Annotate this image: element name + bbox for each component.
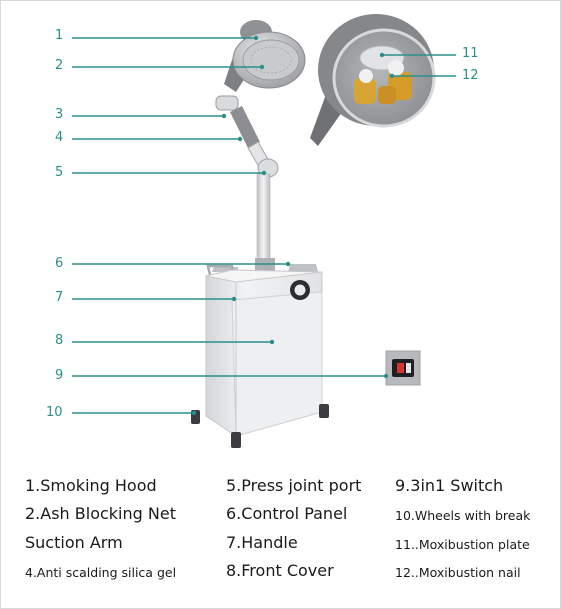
- callout-4: 4: [55, 130, 64, 145]
- callout-9: 9: [55, 368, 64, 383]
- switch-inset: [385, 350, 421, 386]
- callout-1: 1: [55, 28, 64, 43]
- legend-item-moxibustion-nail: 12..Moxibustion nail: [395, 565, 521, 580]
- callout-7: 7: [55, 290, 64, 305]
- control-panel: [212, 258, 318, 272]
- leader-dot-7: [231, 296, 237, 302]
- leader-dot-9: [383, 373, 389, 379]
- device-illustration: [72, 14, 456, 448]
- press-joint-port: [256, 173, 271, 261]
- legend-item-switch: 9.3in1 Switch: [395, 476, 504, 495]
- leader-lines: [72, 35, 456, 416]
- leader-dot-12: [389, 73, 395, 79]
- callout-6: 6: [55, 256, 64, 271]
- smoking-hood: [224, 20, 306, 92]
- legend-item-smoking-hood: 1.Smoking Hood: [25, 476, 157, 495]
- leader-dot-11: [379, 52, 385, 58]
- callout-10: 10: [46, 405, 63, 420]
- callout-11: 11: [462, 46, 479, 61]
- legend-item-suction-arm: Suction Arm: [25, 533, 123, 552]
- legend-item-moxibustion-plate: 11..Moxibustion plate: [395, 537, 530, 552]
- moxibustion-nails: [354, 60, 412, 104]
- control-dial: [290, 280, 310, 300]
- leader-dot-3: [221, 113, 227, 119]
- leader-dot-5: [261, 170, 267, 176]
- suction-arm: [215, 95, 279, 178]
- callout-2: 2: [55, 58, 64, 73]
- legend-item-ash-blocking-net: 2.Ash Blocking Net: [25, 504, 176, 523]
- callout-12: 12: [462, 68, 479, 83]
- legend-item-front-cover: 8.Front Cover: [226, 561, 334, 580]
- callout-5: 5: [55, 165, 64, 180]
- leader-dot-10: [191, 410, 197, 416]
- legend-item-handle: 7.Handle: [226, 533, 298, 552]
- moxibustion-hood-detail: [310, 14, 436, 146]
- leader-dot-1: [253, 35, 259, 41]
- leader-dot-6: [285, 261, 291, 267]
- callout-8: 8: [55, 333, 64, 348]
- callout-3: 3: [55, 107, 64, 122]
- legend-item-wheels: 10.Wheels with break: [395, 508, 531, 523]
- leader-dot-2: [259, 64, 265, 70]
- legend-item-anti-scalding: 4.Anti scalding silica gel: [25, 565, 177, 580]
- legend-item-control-panel: 6.Control Panel: [226, 504, 348, 523]
- leader-dot-8: [269, 339, 275, 345]
- leader-dot-4: [237, 136, 243, 142]
- ash-blocking-net: [250, 46, 292, 74]
- legend-item-press-joint-port: 5.Press joint port: [226, 476, 362, 495]
- front-cover: [205, 269, 323, 437]
